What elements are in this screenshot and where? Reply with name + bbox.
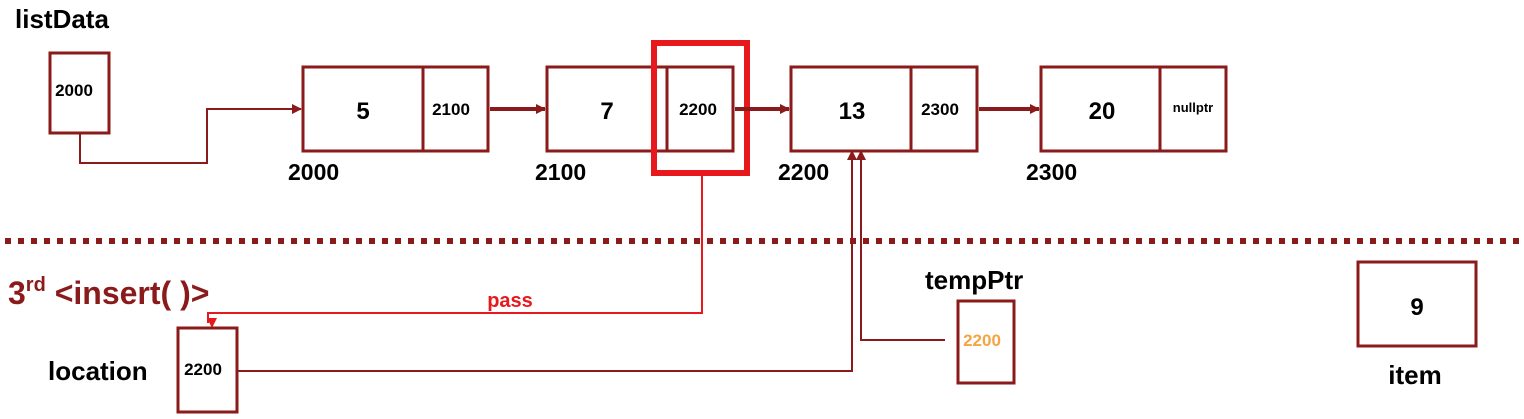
node-1: 5 2100 2000 [288, 65, 490, 185]
node-4: 20 nullptr 2300 [1026, 65, 1228, 185]
item-box [1356, 260, 1478, 348]
node-3: 13 2300 2200 [778, 65, 979, 185]
list-data-arrow [79, 104, 302, 164]
location-value: 2200 [184, 360, 222, 379]
node-3-next: 2300 [921, 100, 959, 119]
node-2-address: 2100 [535, 159, 586, 185]
pass-label: pass [487, 290, 533, 312]
node-3-info: 13 [839, 98, 866, 125]
node-2-next: 2200 [679, 100, 717, 119]
node-4-next: nullptr [1173, 100, 1213, 115]
node-1-box [301, 65, 490, 153]
step-heading: 3rd <insert( )> [8, 274, 209, 311]
item-value: 9 [1410, 294, 1423, 321]
item-label: item [1388, 360, 1441, 390]
node-2: 7 2200 2100 [535, 65, 735, 185]
temp-ptr-box [956, 299, 1016, 385]
temp-ptr-label: tempPtr [925, 265, 1023, 295]
pass-arrow [207, 174, 703, 328]
list-data-value: 2000 [55, 81, 93, 100]
node-4-box [1039, 65, 1228, 153]
node-4-info: 20 [1089, 98, 1116, 125]
node-3-box [789, 65, 979, 153]
node-2-info: 7 [600, 98, 613, 125]
node-1-address: 2000 [288, 159, 339, 185]
node-4-address: 2300 [1026, 159, 1077, 185]
temp-ptr-value: 2200 [963, 331, 1001, 350]
location-label: location [48, 356, 148, 386]
location-arrow [237, 150, 857, 372]
node-1-next: 2100 [432, 100, 470, 119]
node-3-address: 2200 [778, 159, 829, 185]
temp-ptr-arrow [856, 150, 945, 341]
list-data-label: listData [15, 4, 109, 34]
node-2-box [545, 65, 735, 153]
node-1-info: 5 [356, 98, 369, 125]
